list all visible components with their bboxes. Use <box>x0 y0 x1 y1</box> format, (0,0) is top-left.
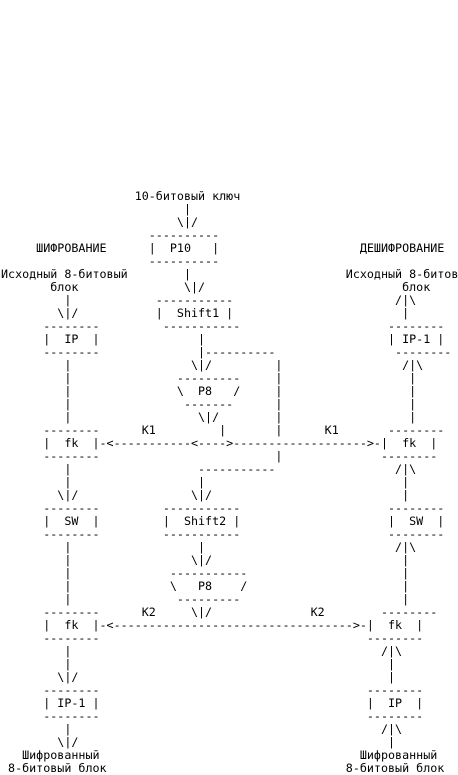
diagram-line: | \|/ | | <box>1 410 417 424</box>
diagram-line: | fk |-<-----------<---->---------------… <box>1 436 438 450</box>
diagram-line: -------- K1 | | K1 -------- <box>1 423 445 437</box>
diagram-line: | /|\ <box>1 644 403 658</box>
diagram-line: -------- -------- <box>1 709 424 723</box>
diagram-line: \|/ | <box>1 670 396 684</box>
diagram-line: | ----------- /|\ <box>1 293 417 307</box>
diagram-line: ---------- <box>1 228 220 242</box>
diagram-line: | \ P8 / | <box>1 579 410 593</box>
diagram-line: | \ P8 / | | <box>1 384 417 398</box>
diagram-line: блок \|/ блок <box>1 280 431 294</box>
diagram-line: \|/ \|/ | <box>1 488 410 502</box>
diagram-line: \|/ | Shift1 | | <box>1 306 410 320</box>
diagram-line: | --------- | <box>1 592 410 606</box>
diagram-line: | | /|\ <box>1 540 417 554</box>
diagram-line: ---------- <box>1 254 220 268</box>
diagram-line: 8-битовый блок 8-битовый блок <box>1 761 445 775</box>
diagram-line: \|/ <box>1 215 199 229</box>
diagram-line: | | <box>1 657 396 671</box>
diagram-line: -------- ----------- -------- <box>1 319 445 333</box>
diagram-line: | ------- | | <box>1 397 417 411</box>
diagram-line: | SW | | Shift2 | | SW | <box>1 514 445 528</box>
diagram-line: -------- ----------- -------- <box>1 527 445 541</box>
diagram-line: | | | <box>1 475 410 489</box>
diagram-line: | \|/ | <box>1 553 410 567</box>
diagram-line: | /|\ <box>1 722 403 736</box>
diagram-line: -------- -------- <box>1 631 424 645</box>
diagram-line: Шифрованный Шифрованный <box>1 748 438 762</box>
diagram-line: | IP | | | IP-1 | <box>1 332 445 346</box>
diagram-line: | --------- | | <box>1 371 417 385</box>
diagram-line: | fk |-<--------------------------------… <box>1 618 424 632</box>
diagram-line: | <box>1 202 191 216</box>
diagram-line: ШИФРОВАНИЕ | P10 | ДЕШИФРОВАНИЕ <box>1 241 445 255</box>
diagram-line: 10-битовый ключ <box>1 189 241 203</box>
diagram-line: \|/ | <box>1 735 396 749</box>
diagram-line: -------- ----------- -------- <box>1 501 445 515</box>
diagram-line: | ----------- | <box>1 566 410 580</box>
diagram-line: -------- | -------- <box>1 449 438 463</box>
s-des-ascii-diagram: 10-битовый ключ | \|/ ---------- ШИФРОВА… <box>1 189 458 775</box>
diagram-line: -------- |---------- -------- <box>1 345 452 359</box>
diagram-line: | \|/ | /|\ <box>1 358 424 372</box>
diagram-line: -------- -------- <box>1 683 424 697</box>
diagram-line: Исходный 8-битовый | Исходный 8-битов <box>1 267 458 281</box>
diagram-line: -------- K2 \|/ K2 -------- <box>1 605 438 619</box>
diagram-line: | IP-1 | | IP | <box>1 696 424 710</box>
diagram-line: | ----------- /|\ <box>1 462 417 476</box>
